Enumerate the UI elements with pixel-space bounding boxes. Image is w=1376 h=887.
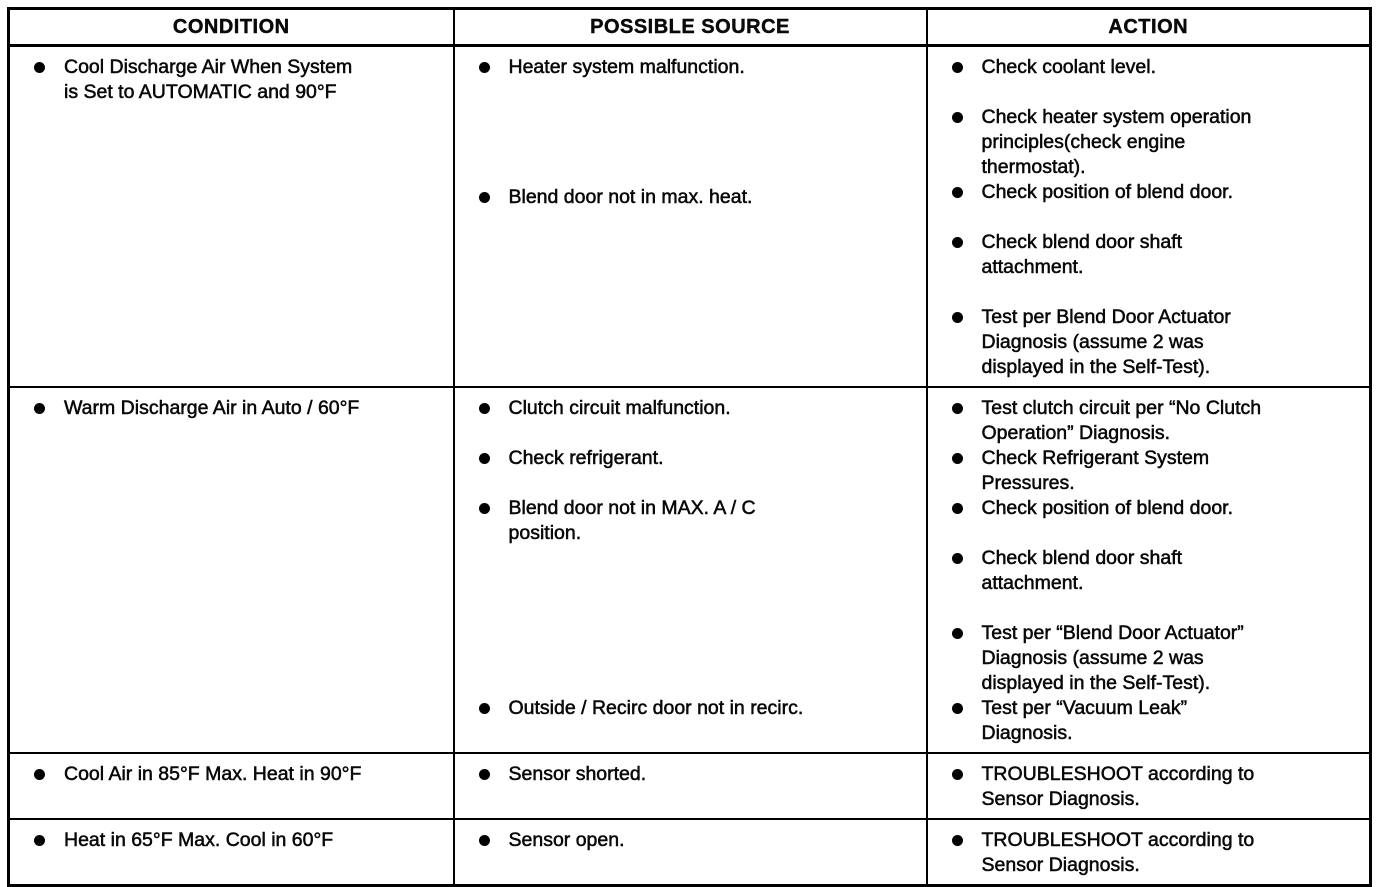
action-item: TROUBLESHOOT according to Sensor Diagnos… bbox=[942, 828, 1364, 878]
bullet-icon bbox=[942, 180, 982, 205]
source-cell: Heater system malfunction. Blend door no… bbox=[452, 44, 928, 388]
col-header-action: ACTION bbox=[925, 7, 1372, 47]
source-cell: Sensor shorted. bbox=[452, 752, 928, 820]
bullet-icon bbox=[469, 762, 509, 787]
action-cell: Check coolant level. Check heater system… bbox=[925, 44, 1372, 388]
bullet-icon bbox=[942, 105, 982, 130]
action-cell: Test clutch circuit per “No Clutch Opera… bbox=[925, 386, 1372, 754]
bullet-icon bbox=[942, 396, 982, 421]
source-cell: Clutch circuit malfunction. Check refrig… bbox=[452, 386, 928, 754]
source-item: Sensor open. bbox=[469, 828, 920, 853]
source-item: Clutch circuit malfunction. bbox=[469, 396, 920, 421]
header-row: CONDITION POSSIBLE SOURCE ACTION bbox=[7, 7, 1372, 47]
scanned-troubleshooting-page: CONDITION POSSIBLE SOURCE ACTION Cool Di… bbox=[7, 7, 1372, 887]
bullet-icon bbox=[942, 762, 982, 787]
table-row: Heat in 65°F Max. Cool in 60°F Sensor op… bbox=[7, 818, 1372, 887]
bullet-icon bbox=[469, 828, 509, 853]
condition-item: Heat in 65°F Max. Cool in 60°F bbox=[24, 828, 447, 853]
table-row: Cool Air in 85°F Max. Heat in 90°F Senso… bbox=[7, 752, 1372, 820]
condition-cell: Warm Discharge Air in Auto / 60°F bbox=[7, 386, 455, 754]
action-item: Check coolant level. bbox=[942, 55, 1364, 80]
bullet-icon bbox=[469, 185, 509, 210]
source-item: Heater system malfunction. bbox=[469, 55, 920, 80]
action-item: Test per “Vacuum Leak” Diagnosis. bbox=[942, 696, 1364, 746]
bullet-icon bbox=[942, 828, 982, 853]
action-item: Check blend door shaft attachment. bbox=[942, 230, 1364, 280]
bullet-icon bbox=[24, 396, 64, 421]
bullet-icon bbox=[24, 762, 64, 787]
condition-cell: Cool Air in 85°F Max. Heat in 90°F bbox=[7, 752, 455, 820]
bullet-icon bbox=[942, 621, 982, 646]
bullet-icon bbox=[469, 496, 509, 521]
bullet-icon bbox=[469, 55, 509, 80]
condition-cell: Heat in 65°F Max. Cool in 60°F bbox=[7, 818, 455, 887]
bullet-icon bbox=[942, 446, 982, 471]
bullet-icon bbox=[469, 396, 509, 421]
bullet-icon bbox=[942, 230, 982, 255]
col-header-condition: CONDITION bbox=[7, 7, 455, 47]
action-item: Check position of blend door. bbox=[942, 496, 1364, 521]
source-item: Blend door not in MAX. A / C position. bbox=[469, 496, 920, 546]
bullet-icon bbox=[942, 496, 982, 521]
action-item: Check blend door shaft attachment. bbox=[942, 546, 1364, 596]
condition-item: Cool Air in 85°F Max. Heat in 90°F bbox=[24, 762, 447, 787]
bullet-icon bbox=[469, 446, 509, 471]
bullet-icon bbox=[942, 55, 982, 80]
source-item: Blend door not in max. heat. bbox=[469, 185, 920, 210]
action-item: Check heater system operation principles… bbox=[942, 105, 1364, 180]
action-cell: TROUBLESHOOT according to Sensor Diagnos… bbox=[925, 752, 1372, 820]
col-header-possible-source: POSSIBLE SOURCE bbox=[452, 7, 928, 47]
bullet-icon bbox=[942, 305, 982, 330]
action-item: Test per “Blend Door Actuator” Diagnosis… bbox=[942, 621, 1364, 696]
condition-item: Cool Discharge Air When System is Set to… bbox=[24, 55, 447, 105]
bullet-icon bbox=[942, 546, 982, 571]
action-item: Check position of blend door. bbox=[942, 180, 1364, 205]
table-row: Cool Discharge Air When System is Set to… bbox=[7, 44, 1372, 388]
action-cell: TROUBLESHOOT according to Sensor Diagnos… bbox=[925, 818, 1372, 887]
source-item: Sensor shorted. bbox=[469, 762, 920, 787]
source-cell: Sensor open. bbox=[452, 818, 928, 887]
bullet-icon bbox=[942, 696, 982, 721]
action-item: Check Refrigerant System Pressures. bbox=[942, 446, 1364, 496]
bullet-icon bbox=[469, 696, 509, 721]
action-item: TROUBLESHOOT according to Sensor Diagnos… bbox=[942, 762, 1364, 812]
condition-cell: Cool Discharge Air When System is Set to… bbox=[7, 44, 455, 388]
source-item: Outside / Recirc door not in recirc. bbox=[469, 696, 920, 721]
troubleshooting-table: CONDITION POSSIBLE SOURCE ACTION Cool Di… bbox=[7, 7, 1372, 887]
bullet-icon bbox=[24, 55, 64, 80]
source-item: Check refrigerant. bbox=[469, 446, 920, 471]
table-row: Warm Discharge Air in Auto / 60°F Clutch… bbox=[7, 386, 1372, 754]
action-item: Test per Blend Door Actuator Diagnosis (… bbox=[942, 305, 1364, 380]
condition-item: Warm Discharge Air in Auto / 60°F bbox=[24, 396, 447, 421]
action-item: Test clutch circuit per “No Clutch Opera… bbox=[942, 396, 1364, 446]
bullet-icon bbox=[24, 828, 64, 853]
